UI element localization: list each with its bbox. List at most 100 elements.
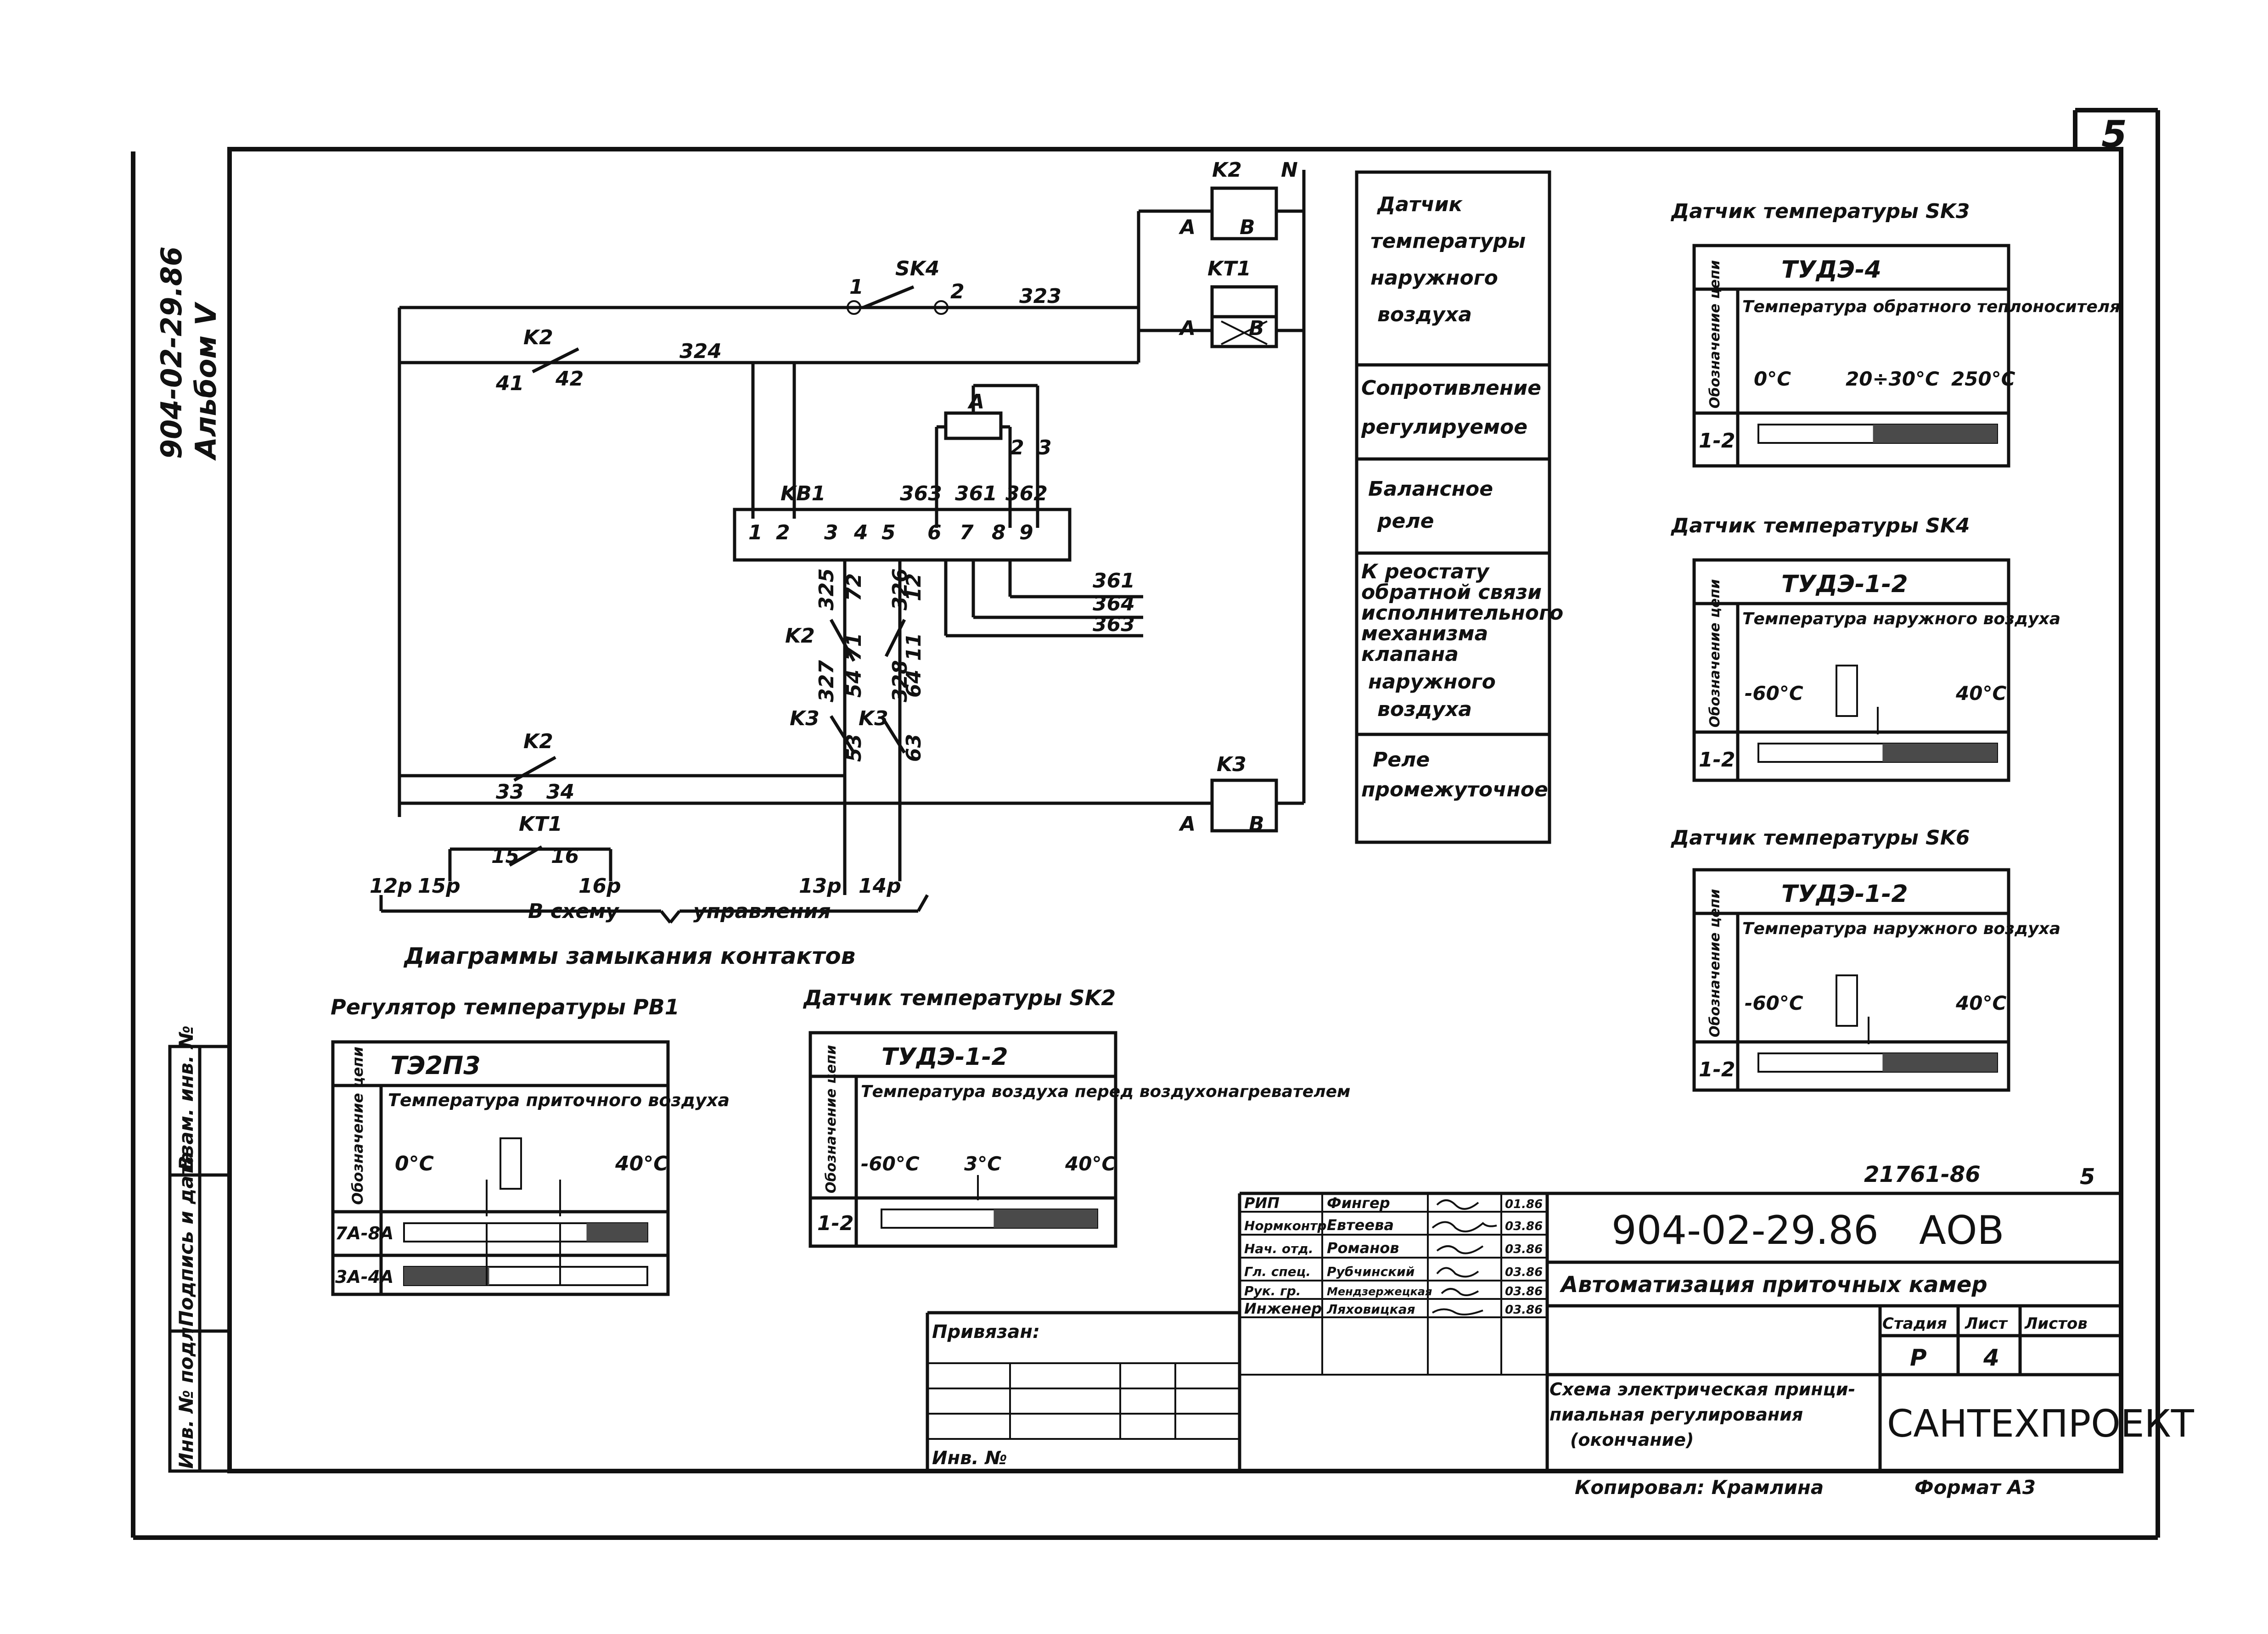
legend-line: клапана (1361, 643, 1459, 666)
label-n: N (1281, 158, 1298, 182)
label-terminal: 53 (842, 734, 866, 762)
staff-date: 01.86 (1505, 1198, 1543, 1211)
staff-role: Инженер (1244, 1300, 1322, 1317)
label-terminal: 1 (849, 275, 864, 299)
diagram-circuit: 3А-4А (335, 1267, 393, 1287)
doc-mark: АОВ (1919, 1208, 2004, 1253)
inv-label: Инв. № (932, 1448, 1007, 1469)
sheet-corner-number: 5 (2101, 113, 2127, 156)
label-k2-contact: K2 (523, 730, 553, 753)
label-terminal: 11 (902, 633, 926, 661)
label-wire: 363 (1093, 613, 1135, 636)
label-terminal: 2 (950, 280, 965, 303)
sheet-label: Лист (1965, 1315, 2008, 1333)
label-a: A (1179, 812, 1196, 836)
label-terminal-p: 15р (418, 874, 460, 898)
doc-number-small: 21761-86 (1864, 1162, 1981, 1187)
label-b: B (1249, 812, 1264, 836)
label-terminal: 34 (546, 780, 574, 804)
side-stamp-cell: Подпись и дата (175, 1152, 197, 1326)
label-terminal: 1 (748, 521, 763, 544)
diagram-heading: Датчик температуры SK2 (803, 985, 1116, 1010)
legend-line: обратной связи (1361, 581, 1542, 604)
diagram-sk3 (1692, 244, 2010, 468)
doc-title: Автоматизация приточных камер (1559, 1272, 1987, 1298)
label-k3-contact: K3 (790, 707, 820, 730)
label-terminal: 42 (555, 367, 584, 391)
label-wire: 328 (888, 660, 912, 702)
diagram-scale: 0°С (1754, 368, 1791, 390)
legend-table (1355, 170, 1551, 844)
diagram-col-header: Обозначение цепи (349, 1046, 366, 1205)
label-terminal: 72 (842, 573, 866, 601)
closed-segment (1882, 744, 1997, 762)
diagram-device: ТУДЭ-4 (1781, 256, 1881, 284)
diagram-device: ТУДЭ-1-2 (881, 1043, 1008, 1071)
label-b: B (1249, 317, 1264, 340)
format-label: Формат А3 (1914, 1476, 2036, 1499)
staff-role: Нормконтр. (1244, 1218, 1331, 1233)
label-sk4: SK4 (895, 257, 939, 280)
diagram-scale: 3°С (964, 1153, 1001, 1175)
label-resistor: A (967, 390, 984, 414)
label-k3-coil: K3 (1217, 753, 1246, 776)
diagram-device: ТУДЭ-1-2 (1781, 571, 1908, 598)
staff-role: Нач. отд. (1244, 1241, 1314, 1256)
doc-code: 904-02-29.86 (1611, 1208, 1879, 1253)
diagram-param: Температура обратного теплоносителя (1742, 297, 2120, 316)
signatures (1432, 1199, 1497, 1315)
staff-date: 03.86 (1505, 1285, 1543, 1298)
drawing-title-line: (окончание) (1570, 1430, 1694, 1450)
label-k2-coil: K2 (1212, 158, 1242, 182)
diagram-scale: 0°С (395, 1152, 434, 1175)
diagram-heading: Регулятор температуры РВ1 (331, 995, 679, 1019)
diagram-pb1 (331, 1040, 670, 1296)
diagram-heading: Датчик температуры SK3 (1670, 200, 1970, 223)
staff-name: Рубчинский (1327, 1264, 1415, 1279)
legend-line: Реле (1373, 748, 1430, 772)
legend-line: регулируемое (1361, 415, 1527, 439)
sheet-value: 4 (1983, 1344, 1999, 1371)
label-terminal: 12 (902, 573, 926, 601)
diagram-heading: Датчик температуры SK4 (1670, 514, 1970, 537)
label-wire: 361 (1093, 569, 1135, 593)
label-terminal: 33 (496, 780, 524, 804)
staff-name: Романов (1327, 1239, 1399, 1257)
diagram-scale: -60°С (861, 1153, 920, 1175)
label-kb1: KB1 (780, 482, 825, 505)
staff-name: Ляховицкая (1326, 1302, 1415, 1317)
legend-line: наружного (1368, 670, 1496, 694)
diagram-scale: 40°С (615, 1152, 668, 1175)
label-terminal: 71 (842, 633, 866, 661)
diagram-sk2 (808, 1031, 1117, 1248)
label-wire: 326 (888, 568, 912, 610)
label-terminal-p: 13р (799, 874, 842, 898)
label-terminal: 41 (495, 372, 524, 395)
legend-line: Датчик (1376, 193, 1463, 216)
schematic-labels: K2 N A B KT1 A B SK4 1 2 323 K2 41 42 32… (370, 158, 1298, 923)
legend-line: исполнительного (1361, 601, 1563, 625)
contact-diagrams-title: Диаграммы замыкания контактов (403, 943, 855, 969)
copied-by: Копировал: Крамлина (1575, 1476, 1824, 1499)
diagram-col-header: Обозначение цепи (1707, 579, 1723, 727)
diagram-heading: Датчик температуры SK6 (1670, 826, 1970, 850)
closed-segment (586, 1223, 647, 1242)
label-wire: 327 (815, 660, 838, 702)
legend-line: воздуха (1377, 698, 1472, 721)
label-wire: 324 (679, 340, 722, 363)
diagram-col-header: Обозначение цепи (1707, 889, 1723, 1037)
legend-line: Сопротивление (1361, 376, 1541, 400)
label-wire: 363 (900, 482, 942, 505)
staff-date: 03.86 (1505, 1242, 1543, 1256)
staff-role: Рук. гр. (1244, 1283, 1301, 1298)
label-terminal: 8 (992, 521, 1006, 544)
label-terminal: 63 (902, 734, 926, 762)
diagram-device: ТЭ2П3 (390, 1051, 481, 1080)
side-stamp (168, 1045, 231, 1473)
diagram-col-header: Обозначение цепи (823, 1045, 839, 1193)
staff-name: Евтеева (1327, 1216, 1394, 1234)
label-wire: 325 (815, 568, 838, 610)
diagram-scale: 20÷30°С (1846, 368, 1939, 390)
legend-line: промежуточное (1361, 778, 1548, 801)
